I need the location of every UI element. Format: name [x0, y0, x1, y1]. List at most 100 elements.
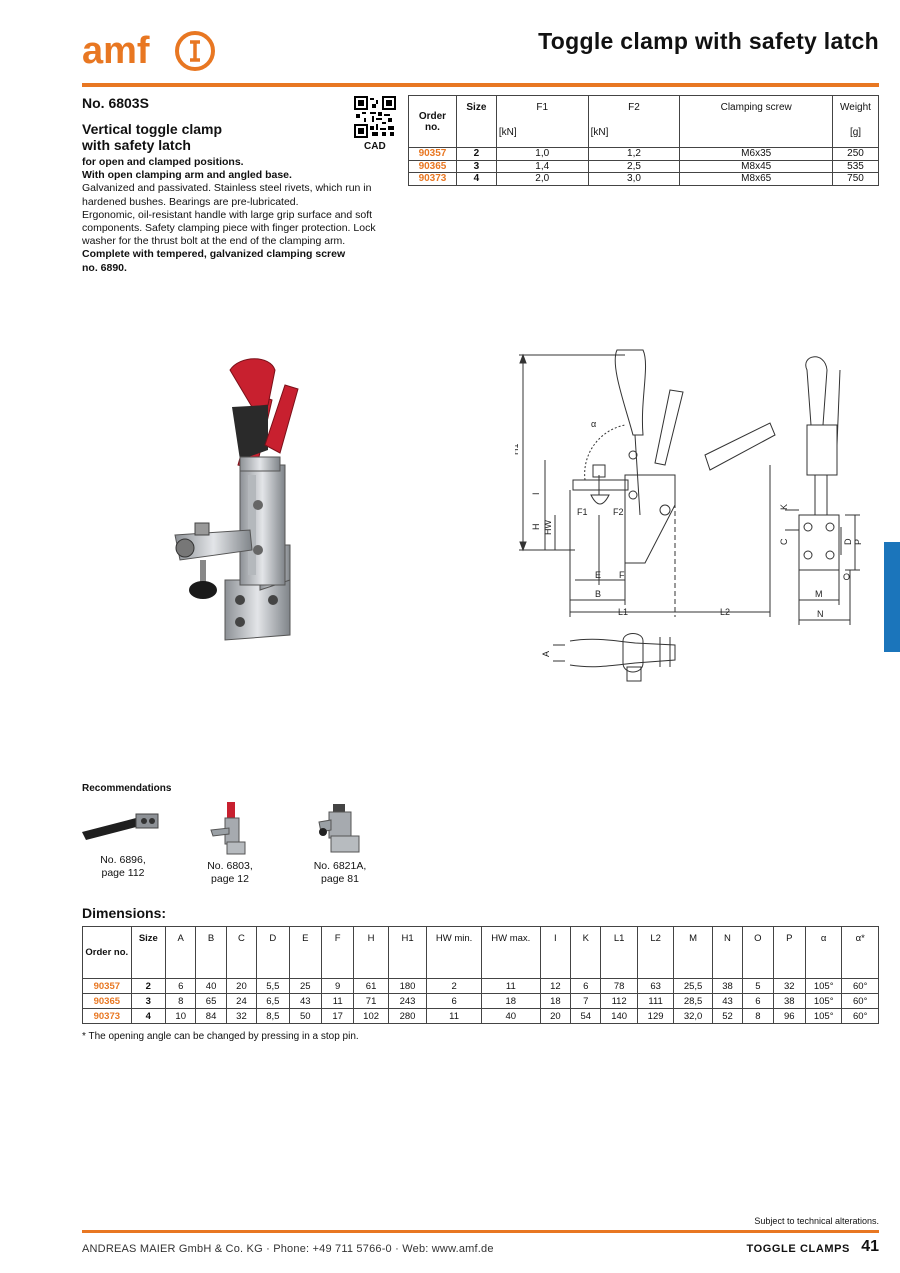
subtitle-line-2: with safety latch [82, 137, 191, 153]
table-cell: 11 [320, 993, 355, 1009]
weight-label: Weight [840, 102, 871, 113]
table-cell: 2 [426, 978, 482, 994]
table-cell: 8 [742, 1008, 774, 1024]
table-cell: 535 [832, 159, 879, 173]
dimension-header: L1 [600, 926, 638, 979]
rec-6803-line2: page 12 [211, 873, 249, 885]
order-no-link[interactable]: 90357 [408, 147, 457, 161]
dimension-header: I [539, 926, 572, 979]
order-no-link[interactable]: 90365 [408, 159, 457, 173]
f1-label: F1 [536, 102, 549, 113]
rec-6896-line1: No. 6896, [100, 854, 146, 866]
recommendation-item-6821a[interactable]: No. 6821A, page 81 [300, 800, 380, 886]
clamping-arm-thumbnail [82, 813, 159, 840]
table-cell: 32 [225, 1008, 258, 1024]
table-cell: 50 [288, 1008, 322, 1024]
table-cell: 7 [570, 993, 602, 1009]
dimension-header: D [256, 926, 290, 979]
table-cell: 32,0 [673, 1008, 713, 1024]
table-cell: 43 [288, 993, 322, 1009]
dimension-header: C [225, 926, 258, 979]
dimension-header: α [804, 926, 843, 979]
table-cell: 43 [711, 993, 744, 1009]
cad-label: CAD [364, 141, 386, 152]
dimension-header: B [195, 926, 227, 979]
table-cell: 10 [165, 1008, 197, 1024]
table-cell: 102 [353, 1008, 389, 1024]
product-subtitle: Vertical toggle clamp with safety latch [82, 121, 282, 153]
order-no-link[interactable]: 90365 [82, 993, 132, 1009]
table-cell: M6x35 [679, 147, 833, 161]
product-description: for open and clamped positions.With open… [82, 156, 382, 275]
table-cell: 129 [636, 1008, 675, 1024]
table-cell: 9 [320, 978, 355, 994]
dimension-header: L2 [636, 926, 675, 979]
description-line: for open and clamped positions. [82, 156, 244, 168]
table-cell: 3,0 [587, 172, 681, 186]
toggle-clamp-thumbnail [210, 802, 246, 855]
table-cell: 20 [225, 978, 258, 994]
dimension-header: α* [841, 926, 879, 979]
logo-wordmark: amf [82, 30, 150, 72]
table-cell: 40 [480, 1008, 541, 1024]
dimension-header: HW max. [480, 926, 541, 979]
dimension-label-f2: F2 [613, 507, 624, 517]
table-cell: 5,5 [256, 978, 290, 994]
dimension-label-l1: L1 [618, 607, 628, 617]
table-cell: 2,5 [587, 159, 681, 173]
table-cell: 40 [195, 978, 227, 994]
description-line: washer for the thrust bolt at the end of… [82, 235, 346, 248]
f1-unit: [kN] [498, 127, 517, 138]
order-no-link[interactable]: 90357 [82, 978, 132, 994]
dimension-header: P [772, 926, 806, 979]
angle-clamp-thumbnail [318, 804, 360, 853]
amf-logo: amf [82, 30, 215, 72]
table-cell: 12 [539, 978, 572, 994]
dimension-label-f: F [619, 570, 625, 580]
table-cell: 750 [832, 172, 879, 186]
table-cell: M8x45 [679, 159, 833, 173]
table-cell: 4 [455, 172, 497, 186]
cad-qr-icon[interactable] [354, 96, 396, 138]
product-photo [174, 358, 299, 641]
table-cell: 25 [288, 978, 322, 994]
dimensions-title: Dimensions: [82, 905, 167, 921]
dimension-label-alpha: α [591, 419, 596, 429]
dimension-header: N [711, 926, 744, 979]
table-cell: 1,2 [587, 147, 681, 161]
table-cell: 6 [165, 978, 197, 994]
dimension-label-i: I [531, 492, 541, 495]
order-no-link[interactable]: 90373 [408, 172, 457, 186]
size-header: Size [455, 95, 497, 148]
dimension-label-b: B [595, 589, 601, 599]
recommendation-item-6803[interactable]: No. 6803, page 12 [195, 800, 265, 886]
f2-header: F2 [kN] [587, 95, 681, 148]
weight-unit: [g] [849, 127, 862, 138]
dimension-header: H1 [387, 926, 428, 979]
table-cell: 18 [539, 993, 572, 1009]
dimension-label-l2: L2 [720, 607, 730, 617]
table-cell: 180 [387, 978, 428, 994]
table-cell: 20 [539, 1008, 572, 1024]
table-cell: 52 [711, 1008, 744, 1024]
order-no-link[interactable]: 90373 [82, 1008, 132, 1024]
f2-unit: [kN] [590, 127, 609, 138]
table-cell: 11 [480, 978, 541, 994]
table-cell: 11 [426, 1008, 482, 1024]
dimension-header: F [320, 926, 355, 979]
recommendation-item-6896[interactable]: No. 6896, page 112 [78, 800, 168, 880]
dimension-label-hw: HW [543, 520, 553, 535]
description-line: Complete with tempered, galvanized clamp… [82, 248, 346, 261]
table-cell: 54 [570, 1008, 602, 1024]
dimension-label-h1: H1 [515, 443, 520, 455]
alterations-note: Subject to technical alterations. [754, 1216, 879, 1226]
table-cell: 18 [480, 993, 541, 1009]
rec-6821a-line1: No. 6821A, [313, 860, 367, 872]
description-line: Galvanized and passivated. Stainless ste… [82, 182, 372, 195]
table-cell: 63 [636, 978, 675, 994]
order-no-header: Order no. [408, 95, 457, 148]
